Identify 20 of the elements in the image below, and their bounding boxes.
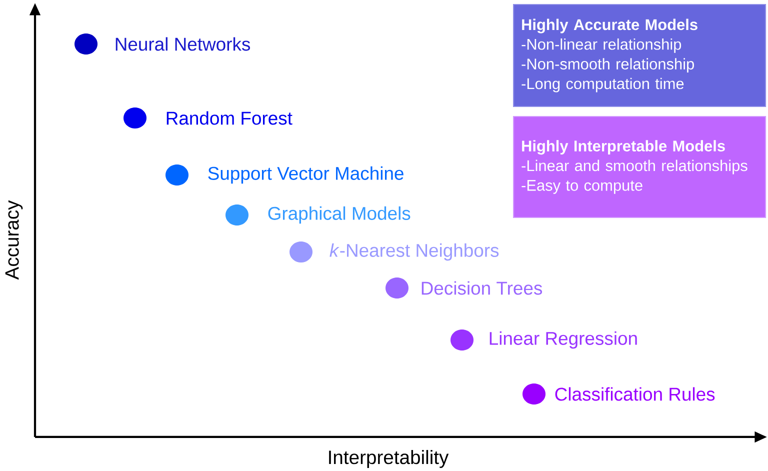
node-label: Linear Regression — [490, 331, 637, 349]
data-point: Random Forest — [124, 107, 292, 128]
node-label: Graphical Models — [268, 206, 410, 224]
data-point: Neural Networks — [74, 33, 250, 54]
data-point: k-Nearest Neighbors — [290, 241, 499, 262]
node-label: Neural Networks — [116, 37, 250, 51]
data-point: Classification Rules — [522, 383, 715, 404]
data-point: Graphical Models — [226, 204, 410, 226]
axis-label: Interpretability — [329, 450, 449, 468]
node-label: Support Vector Machine — [208, 166, 404, 184]
info-box: Highly Interpretable Models -Linear and smooth relationships -Easy to compute — [513, 116, 766, 218]
info-box: Highly Accurate Models -Non-linear relationship -Non-smooth relationship -Long computation time — [513, 4, 766, 108]
node-label: Decision Trees — [422, 281, 542, 295]
data-point: Support Vector Machine — [166, 164, 404, 186]
data-point: Linear Regression — [450, 329, 637, 350]
node-label: Classification Rules — [555, 387, 715, 401]
data-point: Decision Trees — [386, 277, 542, 298]
node-label: k-Nearest Neighbors — [330, 243, 499, 261]
node-label: Random Forest — [166, 111, 292, 125]
axis-label: Accuracy — [5, 200, 23, 280]
